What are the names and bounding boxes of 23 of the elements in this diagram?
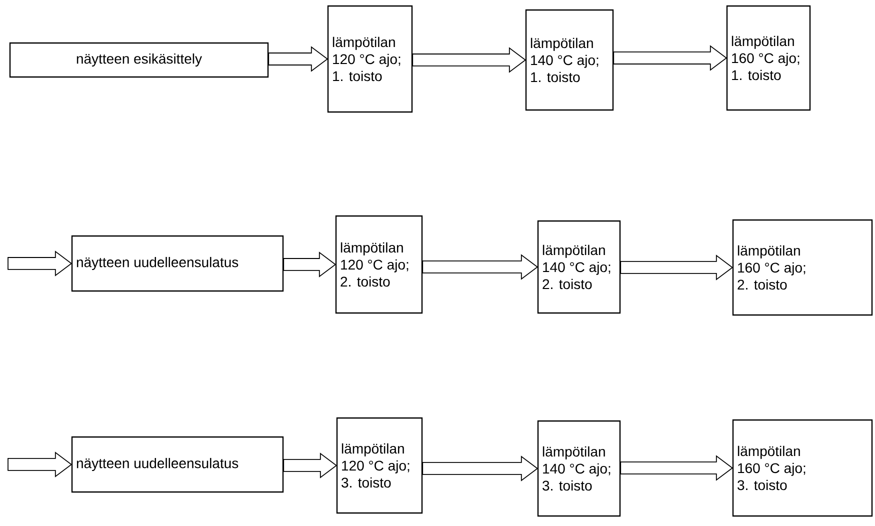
block-arrow [283, 452, 338, 478]
block-arrow [422, 456, 538, 482]
block-arrow [620, 455, 734, 481]
process-box: lämpötilan 140 °C ajo; 3. toisto [537, 420, 621, 517]
process-box: lämpötilan 160 °C ajo; 3. toisto [732, 419, 873, 517]
block-arrow [268, 46, 328, 72]
block-arrow [8, 452, 72, 478]
block-arrow [422, 254, 538, 280]
block-arrow [283, 252, 336, 278]
process-box: näytteen uudelleensulatus [71, 436, 284, 493]
process-box: lämpötilan 160 °C ajo; 2. toisto [732, 219, 873, 316]
process-box: näytteen uudelleensulatus [71, 235, 284, 292]
block-arrow [412, 47, 526, 73]
process-box: lämpötilan 160 °C ajo; 1. toisto [726, 5, 811, 111]
process-box: lämpötilan 120 °C ajo; 3. toisto [336, 417, 423, 514]
block-arrow [620, 254, 734, 280]
process-box: näytteen esikäsittely [9, 42, 269, 78]
process-box: lämpötilan 120 °C ajo; 2. toisto [335, 215, 423, 314]
process-box: lämpötilan 140 °C ajo; 2. toisto [537, 220, 621, 314]
block-arrow [613, 45, 728, 71]
process-box: lämpötilan 120 °C ajo; 1. toisto [327, 5, 413, 113]
process-box: lämpötilan 140 °C ajo; 1. toisto [525, 9, 614, 111]
block-arrow [8, 250, 72, 276]
